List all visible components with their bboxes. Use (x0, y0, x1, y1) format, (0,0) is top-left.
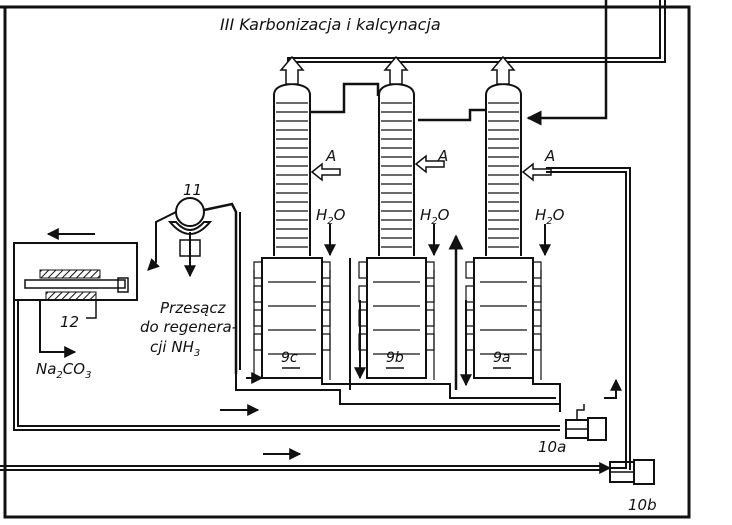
vent-arrow-icon (383, 55, 409, 85)
svg-text:cji NH3: cji NH3 (150, 338, 200, 359)
column-9b-label: 9b (386, 350, 404, 366)
bottom-headers (0, 167, 631, 471)
gas-a-inlet-arrow-icon (414, 154, 445, 174)
frame (0, 5, 691, 519)
compressor-10a: 10a (538, 404, 607, 456)
soda-product-label: Na2CO3 (36, 360, 91, 381)
compressor-10a-label: 10a (538, 438, 566, 456)
gas-a-label-9c: A (325, 147, 336, 165)
column-interconnects (239, 82, 486, 390)
column-9c: 9c A H2O (253, 55, 346, 380)
compressor-10b-label: 10b (628, 496, 657, 514)
gas-a-label-9a: A (544, 147, 555, 165)
svg-text:Przesącz: Przesącz (160, 299, 227, 317)
vent-arrow-icon (490, 55, 516, 85)
filter-11-label: 11 (183, 181, 202, 199)
column-9b: 9b A H2O (358, 55, 450, 380)
vent-arrow-icon (279, 55, 305, 85)
filtrate-label: Przesącz do regenera- cji NH3 (140, 299, 237, 359)
calciner-12: 12 (13, 228, 138, 358)
column-9a: 9a A H2O (465, 55, 565, 380)
calciner-12-label: 12 (60, 313, 79, 331)
column-9a-label: 9a (493, 350, 511, 366)
water-label-9b: H2O (420, 206, 450, 227)
column-9c-label: 9c (281, 350, 298, 366)
water-label-9a: H2O (535, 206, 565, 227)
gas-a-label-9b: A (437, 147, 448, 165)
title: III Karbonizacja i kalcynacja (220, 15, 441, 34)
svg-text:do regenera-: do regenera- (140, 318, 237, 336)
gas-a-inlet-arrow-icon (310, 162, 341, 182)
rotary-filter-11: 11 (147, 181, 238, 374)
water-label-9c: H2O (316, 206, 346, 227)
compressor-10b: 10b (599, 459, 657, 514)
